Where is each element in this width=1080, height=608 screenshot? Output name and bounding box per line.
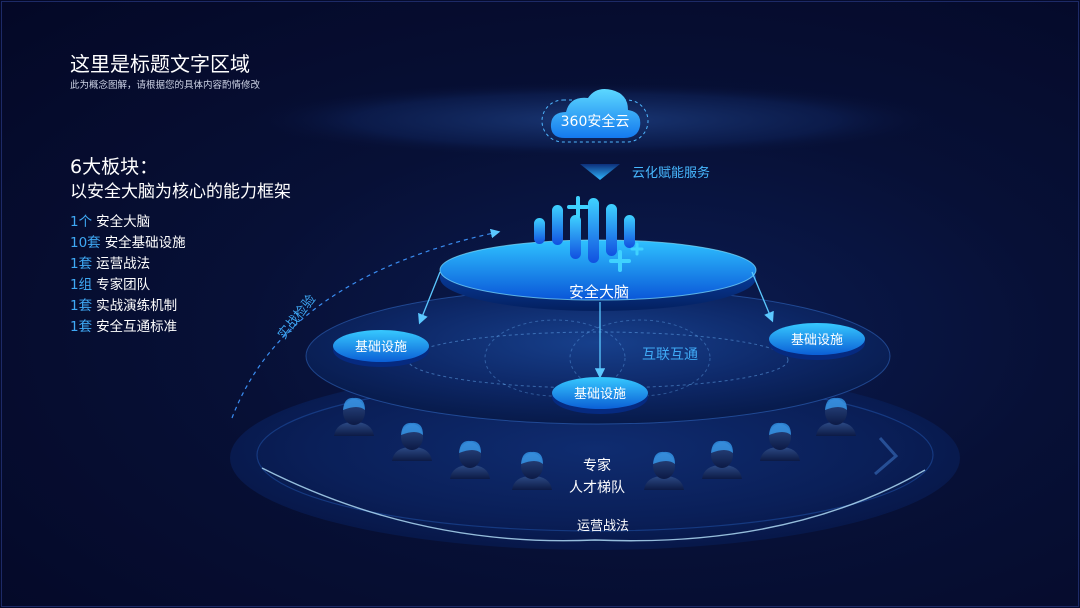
expert-head-icon bbox=[512, 451, 552, 490]
expert-avatars bbox=[334, 397, 856, 490]
module-qty: 1套 bbox=[70, 256, 93, 272]
expert-head-icon bbox=[702, 440, 742, 479]
summary-heading: 6大板块： bbox=[70, 156, 159, 178]
cloud-down-arrow-icon bbox=[580, 164, 620, 180]
module-qty: 10套 bbox=[70, 235, 101, 251]
module-item: 1个安全大脑 bbox=[70, 212, 186, 233]
infra-node-left bbox=[333, 330, 429, 367]
expert-head-icon bbox=[816, 397, 856, 436]
expert-layer-disc bbox=[230, 366, 960, 550]
infra-node-center bbox=[552, 377, 648, 414]
expert-head-icon bbox=[644, 451, 684, 490]
brain-disc bbox=[440, 240, 756, 300]
operations-arc bbox=[261, 467, 926, 542]
cloud-icon bbox=[541, 89, 649, 143]
module-item: 1套运营战法 bbox=[70, 254, 186, 275]
brain-bars-icon bbox=[534, 196, 644, 272]
arrow-to-right-infra bbox=[751, 271, 774, 323]
cloud-label: 360安全云 bbox=[561, 113, 630, 130]
operations-chevron-icon bbox=[874, 437, 899, 476]
module-item: 10套安全基础设施 bbox=[70, 233, 186, 254]
module-qty: 1个 bbox=[70, 214, 93, 230]
module-qty: 1套 bbox=[70, 319, 93, 335]
brain-label: 安全大脑 bbox=[569, 283, 629, 301]
module-item: 1套安全互通标准 bbox=[70, 317, 186, 338]
module-label: 安全互通标准 bbox=[96, 319, 178, 335]
infra-right-label: 基础设施 bbox=[791, 333, 843, 348]
module-label: 专家团队 bbox=[96, 277, 151, 293]
page-title: 这里是标题文字区域 bbox=[70, 52, 250, 76]
expert-head-icon bbox=[760, 422, 800, 461]
expert-head-icon bbox=[450, 440, 490, 479]
interconnect-label: 互联互通 bbox=[642, 347, 698, 363]
arrow-to-left-infra bbox=[418, 271, 441, 325]
module-item: 1组专家团队 bbox=[70, 275, 186, 296]
experts-label: 专家 bbox=[583, 457, 611, 474]
infra-center-label: 基础设施 bbox=[574, 387, 626, 402]
brain-platform bbox=[439, 239, 757, 311]
infra-node-right bbox=[769, 323, 865, 360]
module-label: 运营战法 bbox=[96, 256, 151, 272]
expert-head-icon bbox=[392, 422, 432, 461]
infra-left-label: 基础设施 bbox=[355, 340, 407, 355]
module-label: 实战演练机制 bbox=[96, 298, 178, 314]
module-qty: 1套 bbox=[70, 298, 93, 314]
cloud-service-label: 云化赋能服务 bbox=[632, 165, 710, 181]
talent-pipeline-label: 人才梯队 bbox=[569, 480, 625, 496]
summary-subheading: 以安全大脑为核心的能力框架 bbox=[70, 182, 291, 202]
module-label: 安全大脑 bbox=[96, 214, 151, 230]
infrastructure-disc bbox=[306, 288, 890, 424]
operations-label: 运营战法 bbox=[577, 519, 629, 534]
page-subtitle: 此为概念图解，请根据您的具体内容酌情修改 bbox=[70, 80, 261, 91]
module-list: 1个安全大脑 10套安全基础设施 1套运营战法 1组专家团队 1套实战演练机制 … bbox=[70, 212, 186, 338]
module-label: 安全基础设施 bbox=[104, 235, 186, 251]
module-item: 1套实战演练机制 bbox=[70, 296, 186, 317]
practice-label: 实战检验 bbox=[275, 292, 320, 343]
module-qty: 1组 bbox=[70, 277, 93, 293]
expert-head-icon bbox=[334, 397, 374, 436]
